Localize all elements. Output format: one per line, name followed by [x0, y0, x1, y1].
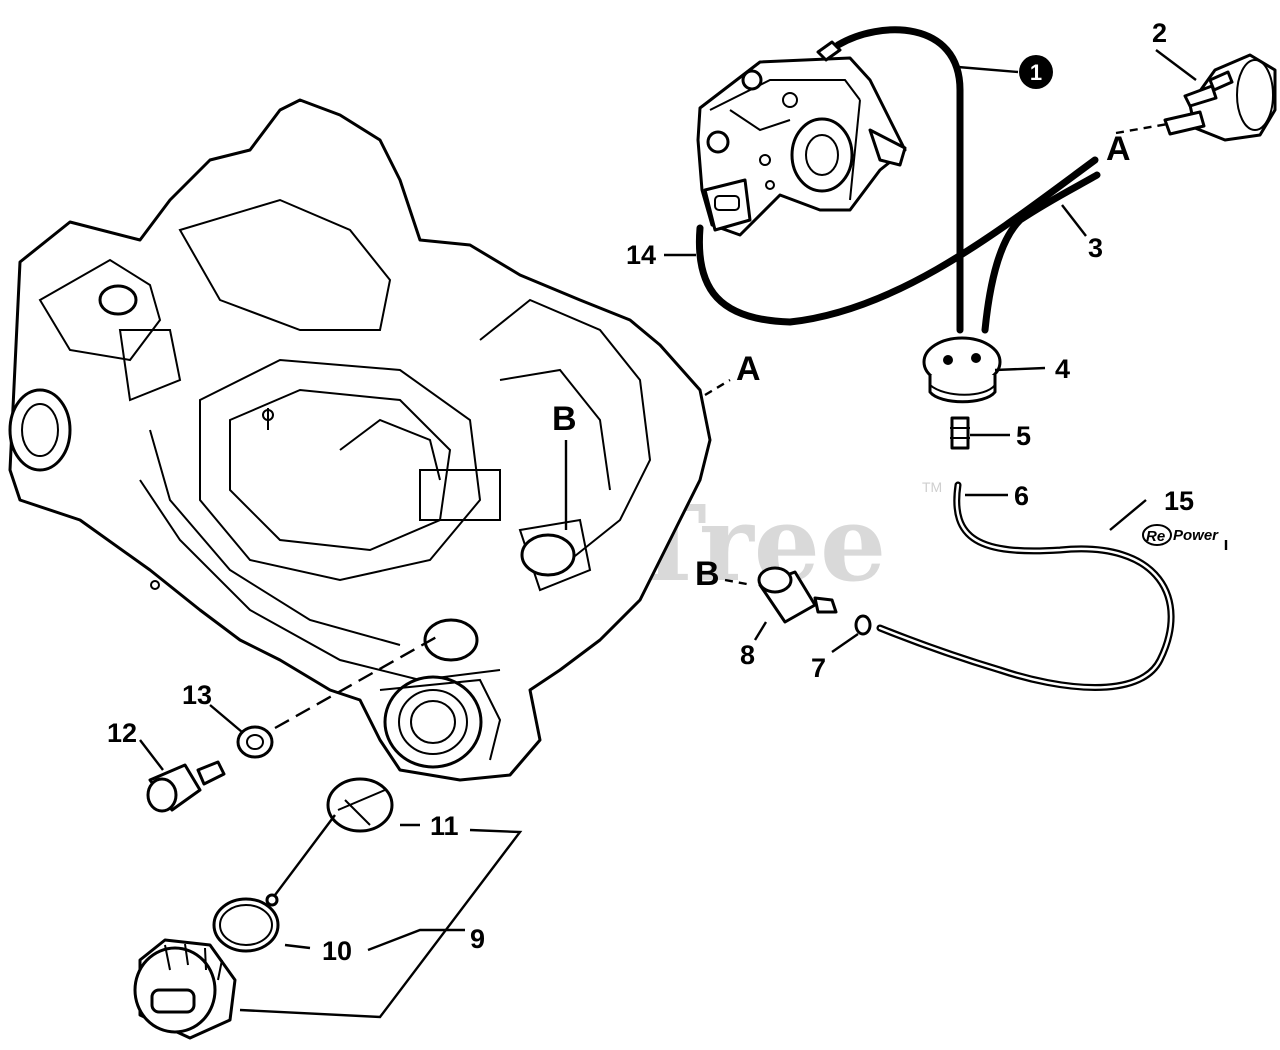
- callout-15[interactable]: 15: [1164, 486, 1194, 516]
- callout-8[interactable]: 8: [740, 640, 755, 670]
- callout-5[interactable]: 5: [1016, 421, 1031, 451]
- callout-4[interactable]: 4: [1055, 354, 1070, 384]
- callout-1[interactable]: 1: [1030, 60, 1042, 85]
- connector-a-housing: A: [736, 350, 761, 388]
- connector-a-top: A: [1106, 130, 1131, 168]
- hose-1[interactable]: [834, 26, 964, 334]
- carburetor[interactable]: [696, 40, 907, 237]
- o-ring-7[interactable]: [854, 614, 872, 636]
- plug[interactable]: [146, 760, 226, 813]
- crankcase-housing[interactable]: [8, 98, 712, 782]
- leader-lines: [139, 49, 1228, 1019]
- repower-suffix: Power: [1173, 527, 1219, 544]
- assembly-dash-line: [274, 633, 441, 730]
- primer-bulb[interactable]: [1163, 53, 1277, 142]
- connector-b-housing: B: [552, 400, 577, 438]
- callout-7[interactable]: 7: [811, 653, 826, 683]
- callout-6[interactable]: 6: [1014, 481, 1029, 511]
- repower-logo: Re Power: [1142, 524, 1219, 546]
- hose-fitting[interactable]: [950, 416, 970, 450]
- callout-9[interactable]: 9: [470, 924, 485, 954]
- callout-10[interactable]: 10: [322, 936, 352, 966]
- callout-13[interactable]: 13: [182, 680, 212, 710]
- grommet-13[interactable]: [236, 725, 274, 759]
- callout-12[interactable]: 12: [107, 718, 137, 748]
- callout-1-badge: [1019, 55, 1053, 89]
- fuel-tank-grommet[interactable]: [922, 336, 1002, 404]
- fuel-cap[interactable]: [133, 938, 237, 1040]
- hose-14[interactable]: [695, 156, 1099, 326]
- callout-11[interactable]: 11: [430, 811, 459, 841]
- callout-14[interactable]: 14: [626, 240, 656, 270]
- cap-strap[interactable]: [265, 777, 394, 907]
- callout-labels: 1 2 3 4 5 6 7 8 9 10 11 12 13 14 15: [107, 18, 1194, 966]
- watermark-tm: TM: [922, 479, 942, 495]
- hose-15[interactable]: [876, 481, 1175, 691]
- repower-prefix: Re: [1146, 528, 1165, 545]
- fuel-filter[interactable]: [757, 566, 838, 624]
- hose-3[interactable]: [981, 171, 1101, 334]
- callout-3[interactable]: 3: [1088, 233, 1103, 263]
- o-ring-10[interactable]: [212, 897, 280, 953]
- connector-b-filter: B: [695, 555, 720, 593]
- callout-2[interactable]: 2: [1152, 18, 1167, 48]
- connector-labels: A A B B: [552, 130, 1131, 593]
